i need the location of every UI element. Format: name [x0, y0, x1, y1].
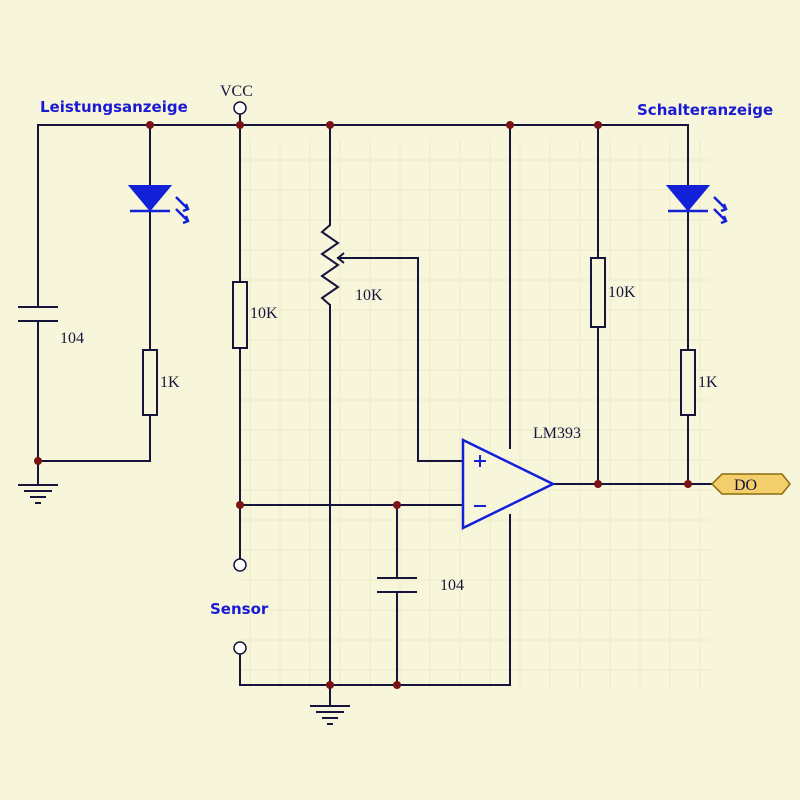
potentiometer-icon: [320, 224, 350, 306]
output-tag: DO: [710, 473, 791, 495]
led-left-icon: [127, 185, 190, 225]
resistor-led-right: [680, 349, 696, 416]
background-grid: [240, 140, 710, 690]
value-cap-left: 104: [60, 330, 84, 347]
label-comparator: LM393: [533, 425, 581, 442]
sensor-terminal-bottom: [233, 641, 247, 655]
capacitor-bottom: [377, 577, 417, 593]
wire-bottom-rail: [239, 514, 511, 686]
label-sensor: Sensor: [210, 600, 269, 618]
ground-bottom-icon: [310, 705, 350, 725]
junctions: [34, 121, 692, 689]
resistor-sensor-divider: [232, 281, 248, 349]
label-switch-indicator: Schalteranzeige: [637, 101, 773, 119]
wire-wiper-plus: [337, 257, 464, 462]
value-res-led-right: 1K: [698, 374, 718, 391]
value-cap-bottom: 104: [440, 577, 464, 594]
ground-left-icon: [18, 482, 58, 504]
plus-sign: [474, 455, 486, 467]
value-potentiometer: 10K: [355, 287, 383, 304]
wires: [37, 114, 713, 706]
value-res-pullup: 10K: [608, 284, 636, 301]
value-res-sensor-divider: 10K: [250, 305, 278, 322]
resistor-led-left: [142, 349, 158, 416]
led-right-icon: [665, 185, 728, 225]
wire-left-ground: [37, 460, 151, 483]
resistor-pullup: [590, 257, 606, 328]
vcc-terminal: [233, 101, 247, 115]
comparator-lm393: [461, 437, 556, 531]
label-vcc: VCC: [220, 83, 253, 100]
output-label: DO: [734, 477, 757, 494]
sensor-terminal-top: [233, 558, 247, 572]
label-power-indicator: Leistungsanzeige: [40, 98, 188, 116]
value-res-led-left: 1K: [160, 374, 180, 391]
capacitor-left: [18, 306, 58, 322]
